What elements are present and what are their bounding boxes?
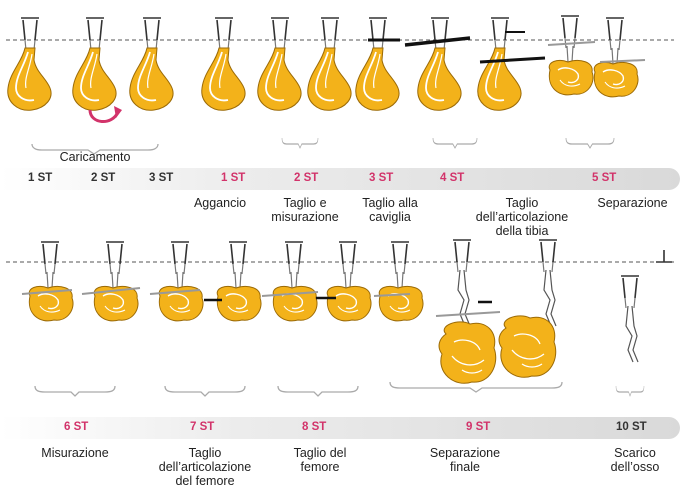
station-label: 3 ST	[369, 172, 393, 184]
label-separazione: Separazione	[585, 196, 680, 210]
blade	[436, 312, 500, 316]
bone-figure	[539, 240, 557, 326]
station-label: 2 ST	[91, 172, 115, 184]
blade	[405, 38, 470, 45]
label-misurazione: Misurazione	[20, 446, 130, 460]
label-taglio-caviglia: Taglio alla caviglia	[350, 196, 430, 224]
label-taglio-tibia: Taglio dell’articolazione della tibia	[457, 196, 587, 238]
bracket-separazione	[390, 382, 562, 392]
round-figure	[549, 16, 593, 95]
hook-end	[656, 250, 672, 262]
blade	[548, 42, 595, 45]
label-taglio-femore: Taglio del femore	[270, 446, 370, 474]
bracket	[282, 138, 318, 148]
station-label: 7 ST	[190, 421, 214, 433]
blade	[480, 58, 545, 62]
round-figure	[29, 242, 73, 321]
blade	[600, 60, 645, 62]
station-label: 9 ST	[466, 421, 490, 433]
label-separazione-finale: Separazione finale	[410, 446, 520, 474]
round-figure	[379, 242, 423, 321]
ham-figure	[8, 18, 51, 110]
bracket	[616, 386, 644, 396]
big-ham	[499, 316, 556, 377]
round-figure	[159, 242, 203, 321]
station-label: 1 ST	[28, 172, 52, 184]
bracket	[165, 386, 245, 396]
ham-figure	[130, 18, 173, 110]
station-label: 6 ST	[64, 421, 88, 433]
rotation-arrow	[90, 110, 118, 122]
ham-figure	[308, 18, 351, 110]
label-taglio-misurazione: Taglio e misurazione	[255, 196, 355, 224]
ham-figure	[418, 18, 461, 110]
station-bar-bottom: 6 ST 7 ST 8 ST 9 ST 10 ST	[0, 417, 680, 439]
station-label: 5 ST	[592, 172, 616, 184]
ham-figure	[258, 18, 301, 110]
station-label: 2 ST	[294, 172, 318, 184]
bracket	[566, 138, 614, 148]
ham-figure	[73, 18, 116, 110]
ham-figure	[356, 18, 399, 110]
station-label: 8 ST	[302, 421, 326, 433]
round-figure	[94, 242, 138, 321]
big-ham	[439, 322, 496, 383]
round-figure	[594, 18, 638, 97]
station-label: 1 ST	[221, 172, 245, 184]
bone-figure	[621, 276, 639, 362]
station-label: 4 ST	[440, 172, 464, 184]
round-figure	[273, 242, 317, 321]
station-label: 10 ST	[616, 421, 647, 433]
station-label: 3 ST	[149, 172, 173, 184]
bracket	[278, 386, 358, 396]
ham-figure	[202, 18, 245, 110]
label-taglio-femore-art: Taglio dell’articolazione del femore	[140, 446, 270, 488]
label-caricamento: Caricamento	[40, 150, 150, 164]
station-bar-top: 1 ST 2 ST 3 ST 1 ST 2 ST 3 ST 4 ST 5 ST	[0, 168, 680, 190]
bracket	[35, 386, 115, 396]
round-figure	[327, 242, 371, 321]
label-scarico-osso: Scarico dell’osso	[590, 446, 680, 474]
bracket	[433, 138, 477, 148]
round-figure	[217, 242, 261, 321]
